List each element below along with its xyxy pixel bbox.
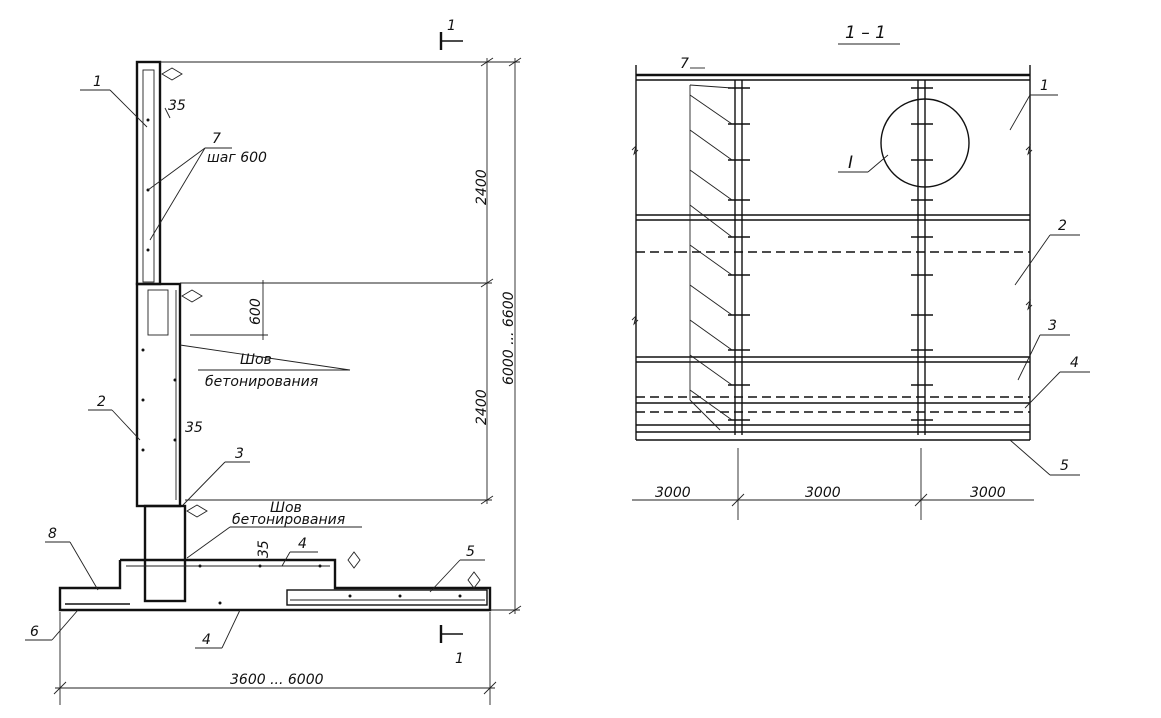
svg-text:3000: 3000 — [805, 485, 841, 501]
section-mark-bottom: 1 — [439, 625, 464, 667]
svg-text:2: 2 — [97, 394, 106, 410]
dim-upper: 2400 — [474, 169, 490, 205]
svg-text:4: 4 — [202, 632, 211, 648]
svg-text:1: 1 — [447, 18, 456, 34]
svg-text:35: 35 — [168, 98, 186, 114]
svg-text:I: I — [848, 153, 853, 173]
svg-text:4: 4 — [1070, 355, 1079, 371]
dim-total-height: 6000 ... 6600 — [501, 291, 517, 385]
svg-text:5: 5 — [466, 544, 475, 560]
panel-2 — [135, 282, 182, 508]
svg-text:3: 3 — [1048, 318, 1057, 334]
svg-text:1: 1 — [93, 74, 102, 90]
svg-text:бетонирования: бетонирования — [205, 374, 318, 390]
svg-text:8: 8 — [48, 526, 57, 542]
svg-text:7: 7 — [212, 131, 221, 147]
section-mark-top: 1 — [439, 18, 463, 50]
svg-text:шаг 600: шаг 600 — [207, 150, 267, 166]
svg-text:35: 35 — [185, 420, 203, 436]
dimension-lines — [53, 57, 522, 705]
svg-text:4: 4 — [298, 536, 307, 552]
svg-text:1: 1 — [1040, 78, 1049, 94]
dim-lower: 2400 — [474, 389, 490, 425]
svg-text:2: 2 — [1058, 218, 1067, 234]
svg-text:Шов: Шов — [270, 500, 302, 516]
foundation-slab — [58, 558, 492, 612]
callouts-left: 1 7 шаг 600 35 Шов бетонирования 2 35 3 … — [25, 74, 485, 649]
svg-text:5: 5 — [1060, 458, 1069, 474]
panel-3 — [143, 504, 187, 603]
dim-base-width: 3600 ... 6000 — [230, 672, 324, 688]
callouts-right: I 7 1 2 3 4 5 — [680, 56, 1090, 476]
svg-text:1: 1 — [455, 651, 464, 667]
section-title: 1 – 1 — [845, 23, 886, 43]
svg-text:бетонирования: бетонирования — [232, 512, 345, 528]
svg-text:3000: 3000 — [970, 485, 1006, 501]
wall-elevation — [58, 60, 492, 612]
svg-text:6: 6 — [30, 624, 39, 640]
svg-text:35: 35 — [256, 540, 272, 558]
right-dimensions: 3000 3000 3000 — [632, 448, 1034, 520]
section-view — [631, 65, 1033, 441]
svg-text:7: 7 — [680, 56, 689, 72]
detail-circle — [880, 98, 970, 188]
slab-element-5 — [286, 589, 488, 606]
svg-text:3: 3 — [235, 446, 244, 462]
svg-text:Шов: Шов — [240, 352, 272, 368]
dim-overlap: 600 — [248, 298, 264, 325]
svg-text:3000: 3000 — [655, 485, 691, 501]
